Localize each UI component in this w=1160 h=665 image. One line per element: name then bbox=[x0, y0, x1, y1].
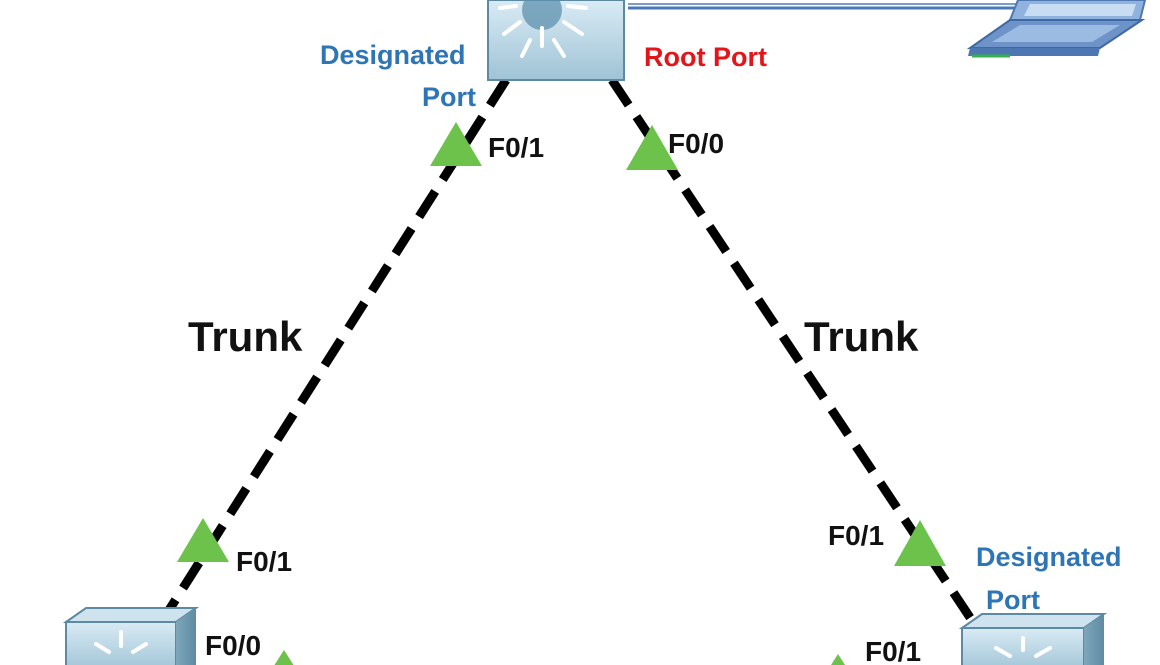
port-triangle-icon bbox=[831, 654, 845, 665]
left-switch-icon[interactable] bbox=[62, 607, 200, 665]
designated-port-label: Port bbox=[422, 82, 476, 112]
trunk-link-right bbox=[608, 77, 989, 643]
port-label-top-right: F0/0 bbox=[668, 128, 725, 159]
port-label-left-upper: F0/1 bbox=[236, 546, 293, 577]
port-triangle-icon bbox=[177, 518, 229, 562]
designated-port-label: Port bbox=[986, 585, 1040, 615]
laptop-icon[interactable] bbox=[966, 0, 1147, 58]
port-label-right-lower: F0/1 bbox=[865, 636, 922, 665]
port-triangle-icon bbox=[274, 650, 294, 665]
designated-port-label: Designated bbox=[320, 40, 466, 70]
trunk-label-right: Trunk bbox=[804, 313, 919, 360]
port-label-top-left: F0/1 bbox=[488, 132, 545, 163]
root-port-label: Root Port bbox=[644, 42, 767, 72]
laptop-link bbox=[628, 3, 1020, 10]
top-switch-icon[interactable] bbox=[487, 0, 625, 81]
port-triangle-icon bbox=[430, 122, 482, 166]
port-triangle-icon bbox=[626, 125, 678, 170]
designated-port-label: Designated bbox=[976, 542, 1122, 572]
port-triangle-icon bbox=[894, 520, 946, 566]
trunk-label-left: Trunk bbox=[188, 313, 303, 360]
right-switch-icon[interactable] bbox=[958, 613, 1108, 665]
port-label-right-upper: F0/1 bbox=[828, 520, 885, 551]
port-label-left-lower: F0/0 bbox=[205, 630, 262, 661]
